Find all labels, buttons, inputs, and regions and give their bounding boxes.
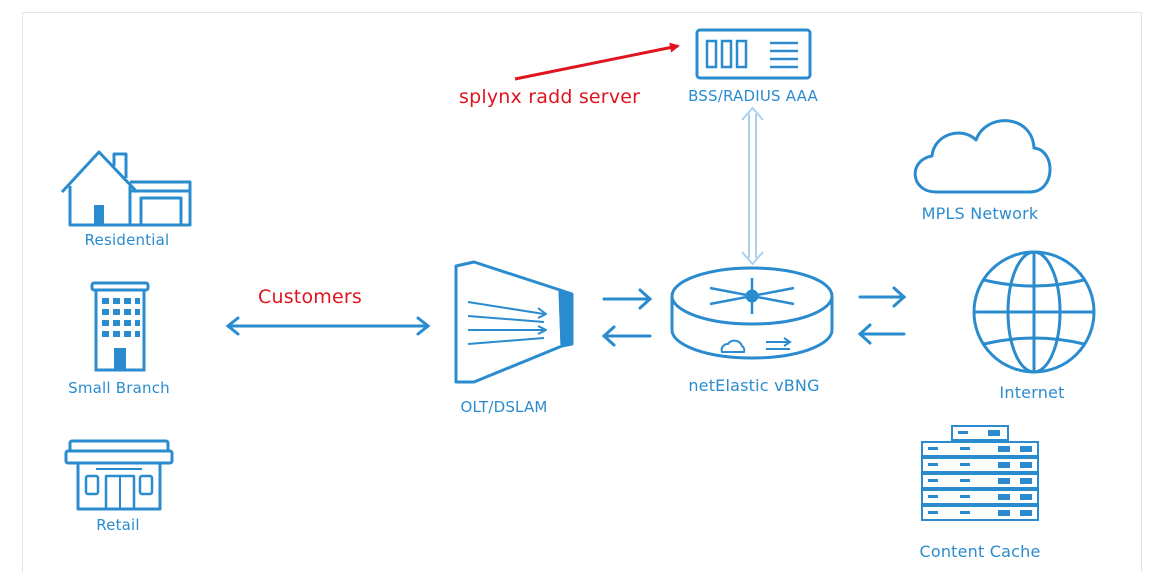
olt-dslam-icon — [454, 260, 574, 384]
mpls-label: MPLS Network — [921, 204, 1039, 223]
annotation-arrow — [514, 42, 680, 81]
server-stack-icon — [921, 425, 1039, 521]
storefront-icon — [64, 439, 174, 511]
bss-vbng-link — [741, 106, 764, 266]
vbng-label: netElastic vBNG — [688, 376, 820, 395]
bss-label: BSS/RADIUS AAA — [688, 87, 818, 105]
globe-icon — [972, 250, 1096, 374]
internet-label: Internet — [999, 383, 1065, 402]
splynx-annotation: splynx radd server — [459, 86, 641, 108]
olt-dslam-label: OLT/DSLAM — [460, 398, 548, 416]
small-branch-label: Small Branch — [68, 379, 170, 397]
vbng-internet-link — [857, 286, 907, 345]
retail-label: Retail — [96, 516, 140, 534]
customers-link — [225, 316, 431, 336]
olt-vbng-link — [601, 288, 653, 347]
router-icon — [670, 266, 834, 360]
content-cache-label: Content Cache — [919, 542, 1041, 561]
rack-server-icon — [695, 28, 812, 80]
customers-annotation: Customers — [258, 286, 362, 308]
diagram-frame — [22, 12, 1142, 572]
residential-label: Residential — [84, 231, 170, 249]
cloud-icon — [913, 119, 1052, 194]
office-building-icon — [90, 281, 150, 372]
house-icon — [60, 150, 192, 227]
